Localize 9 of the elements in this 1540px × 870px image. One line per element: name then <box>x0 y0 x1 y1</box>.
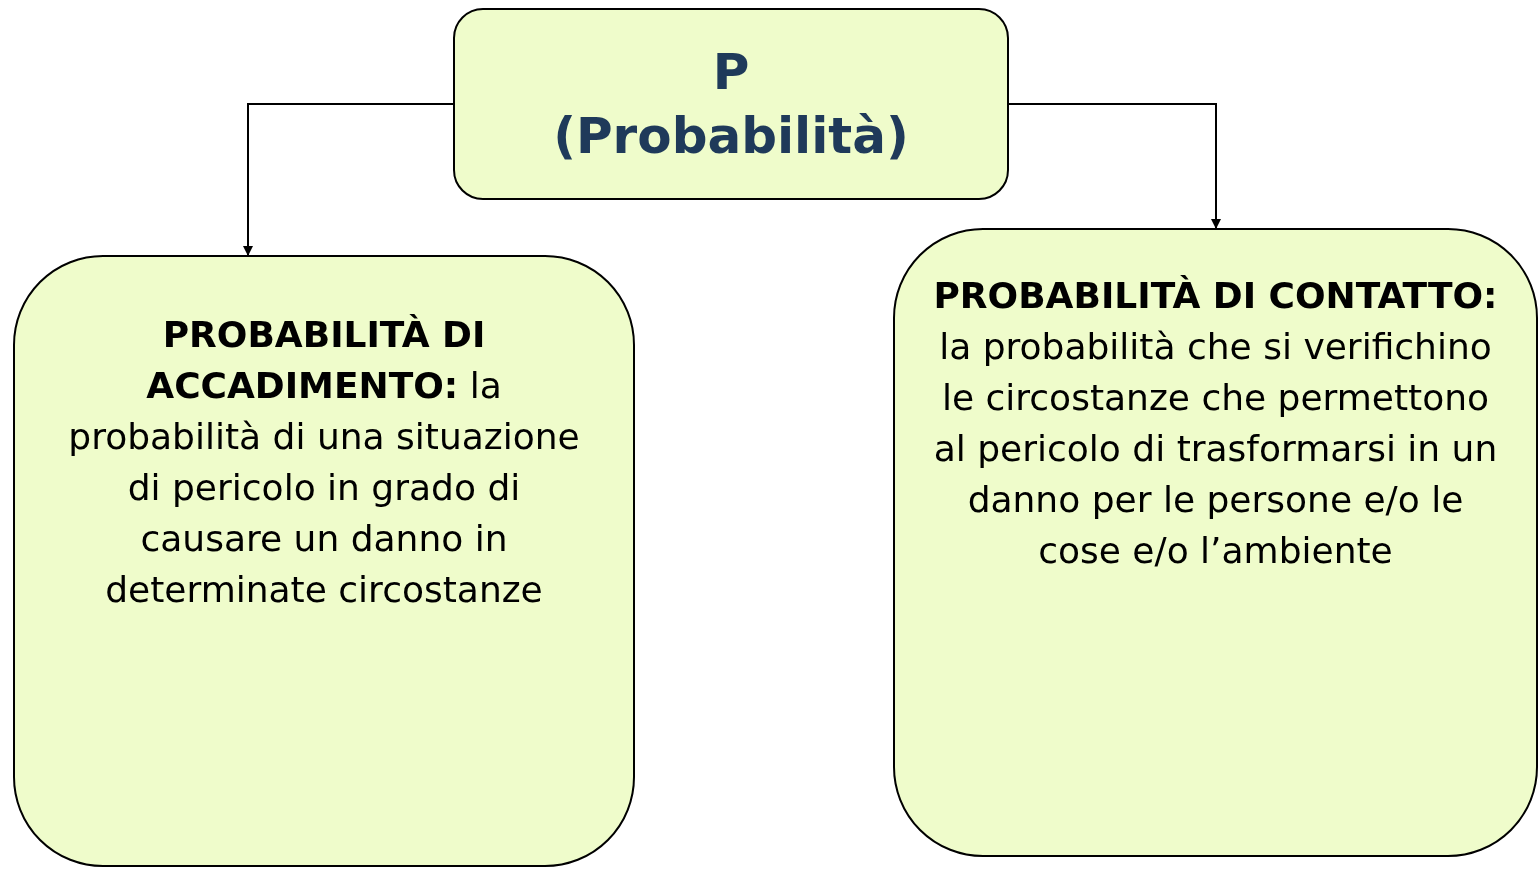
title-text: (Probabilità) <box>553 106 909 167</box>
definition-text: PROBABILITÀ DI ACCADIMENTO: la probabilità di una situazione di pericolo in grado di causare un danno in determinate circostanze <box>67 313 581 612</box>
rounded-box <box>893 228 1538 857</box>
rounded-box <box>453 8 1009 200</box>
connector-arrow <box>243 103 454 256</box>
rounded-box <box>13 255 635 867</box>
title-text: P <box>712 42 750 103</box>
connector-arrow <box>1008 103 1221 229</box>
definition-text: PROBABILITÀ DI CONTATTO: la probabilità che si verifichino le circostanze che permettono al pericolo di trasformarsi in un danno per le persone e/o le cose e/o l’ambiente <box>932 274 1499 573</box>
